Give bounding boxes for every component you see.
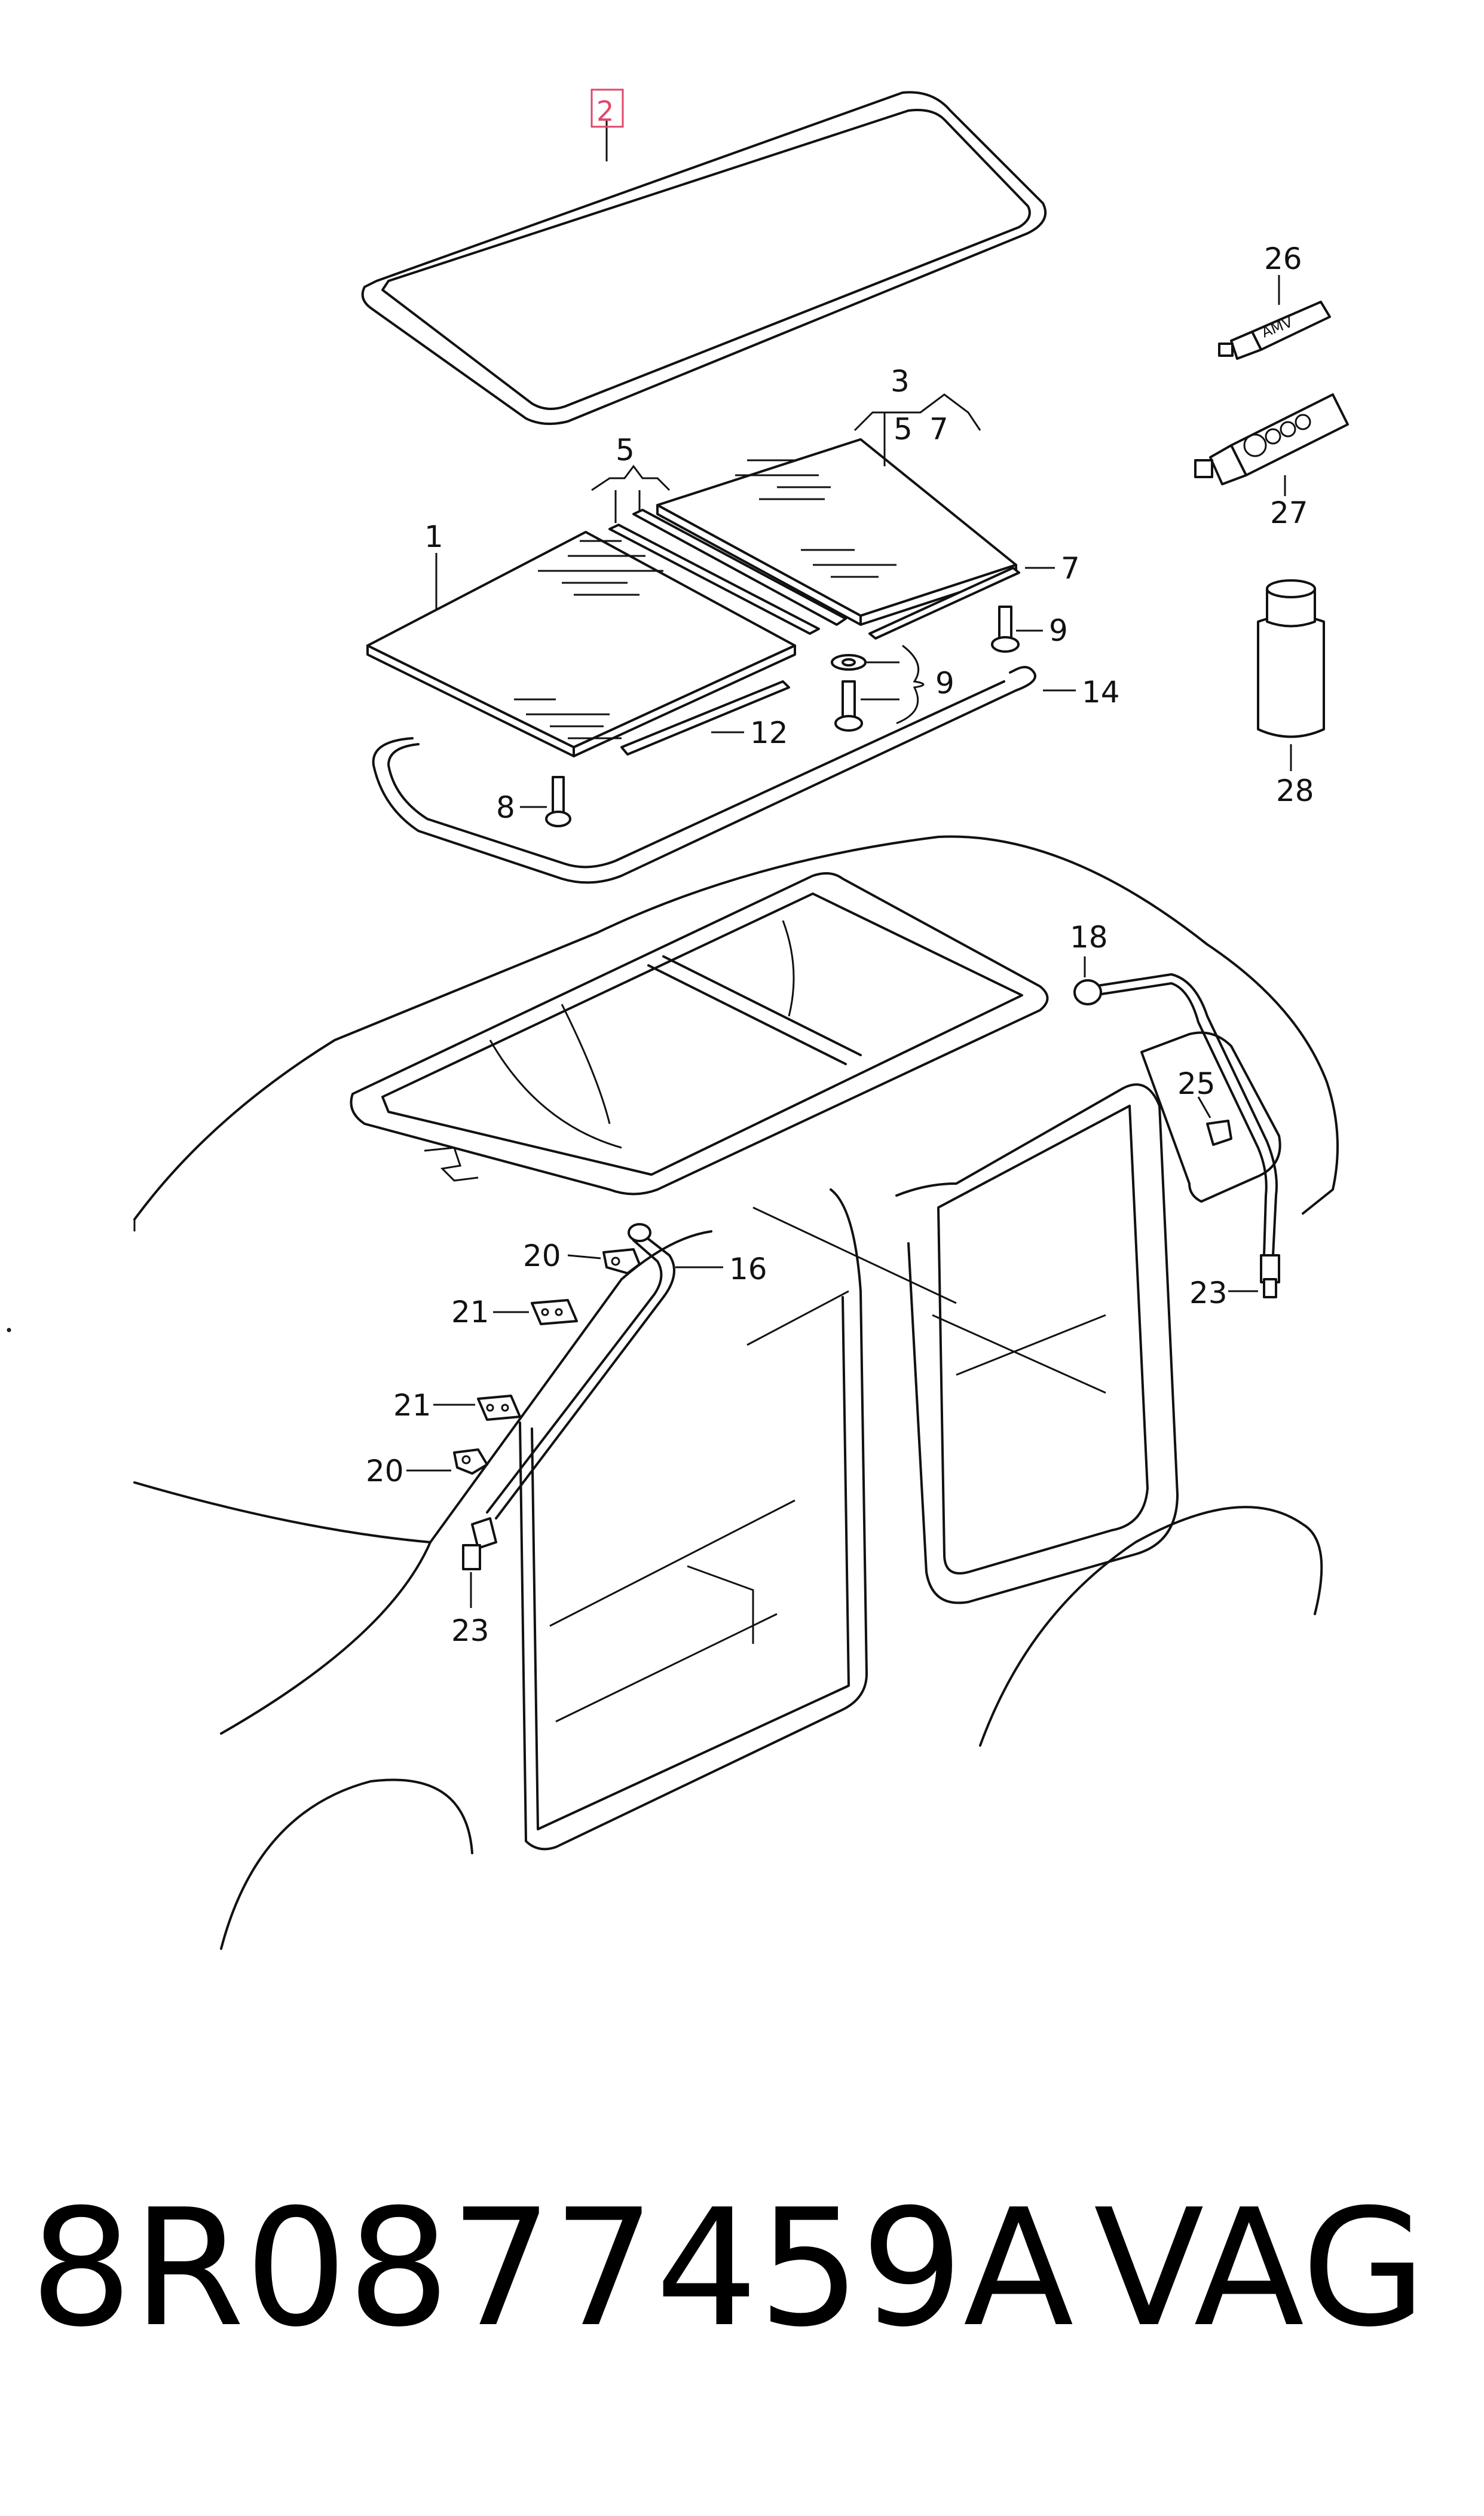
caption: 8R0877459A VAG — [30, 2170, 1464, 2367]
callout-7[interactable]: 7 — [1061, 551, 1080, 586]
part-8-bolt[interactable] — [545, 776, 571, 827]
callout-27[interactable]: 27 — [1270, 496, 1308, 530]
callout-26[interactable]: 26 — [1264, 241, 1302, 276]
car-body-outline — [133, 835, 1339, 1950]
callout-1[interactable]: 1 — [424, 519, 443, 554]
part-23-rear-valve[interactable] — [1260, 1254, 1280, 1298]
part-14-drain-frame[interactable] — [372, 666, 1036, 884]
part-20-upper-clip[interactable] — [602, 1248, 641, 1274]
callout-25[interactable]: 25 — [1177, 1066, 1216, 1101]
callout-20-upper[interactable]: 20 — [523, 1239, 561, 1273]
callout-3-sub-7[interactable]: 7 — [929, 412, 948, 447]
callout-5[interactable]: 5 — [616, 433, 635, 467]
callout-8[interactable]: 8 — [496, 790, 515, 825]
part-12-trim-strip[interactable] — [620, 680, 790, 756]
part-2-seal-frame[interactable] — [361, 91, 1047, 425]
callout-21-upper[interactable]: 21 — [451, 1295, 489, 1329]
part-20-lower-clip[interactable] — [453, 1448, 488, 1475]
callout-12[interactable]: 12 — [750, 716, 788, 750]
callout-3-sub-5[interactable]: 5 — [894, 412, 913, 447]
part-3-rear-glass[interactable] — [656, 438, 1017, 626]
sunroof-parts-diagram: 2 3 5 7 5 7 — [7, 88, 1349, 1950]
part-5-center-rails[interactable] — [608, 509, 847, 635]
callout-20-lower[interactable]: 20 — [366, 1454, 404, 1488]
part-18-rear-drain-hose[interactable] — [1073, 973, 1278, 1257]
callout-9-upper[interactable]: 9 — [1049, 613, 1068, 648]
part-7-trim-strip[interactable] — [868, 567, 1020, 640]
callout-2-highlight — [590, 88, 624, 128]
part-21-upper-clip[interactable] — [531, 1299, 578, 1325]
part-23-front-valve[interactable] — [462, 1517, 497, 1570]
callout-9-lower[interactable]: 9 — [935, 666, 954, 701]
callout-28[interactable]: 28 — [1276, 774, 1314, 808]
callout-23-front[interactable]: 23 — [451, 1613, 489, 1648]
part-28-bottle[interactable] — [1257, 579, 1325, 738]
callout-2[interactable]: 2 — [596, 95, 614, 127]
callout-21-lower[interactable]: 21 — [393, 1388, 432, 1423]
part-25-clip[interactable] — [1206, 1120, 1232, 1146]
stray-dot — [7, 1328, 11, 1332]
part-21-lower-clip[interactable] — [477, 1395, 521, 1421]
callout-23-rear[interactable]: 23 — [1189, 1276, 1228, 1310]
callout-16[interactable]: 16 — [729, 1252, 767, 1286]
brand-name: VAG — [1094, 2174, 1427, 2362]
part-number: 8R0877459A — [30, 2174, 1074, 2362]
part-9-washer[interactable] — [831, 654, 867, 671]
callout-14[interactable]: 14 — [1082, 675, 1120, 710]
part-9-bolt-upper[interactable] — [991, 606, 1020, 653]
part-26-sealant-tube[interactable]: AMV — [1218, 301, 1331, 360]
part-9-bolt-lower[interactable] — [834, 680, 863, 732]
part-27-sealant-tube[interactable] — [1194, 393, 1349, 485]
callout-18[interactable]: 18 — [1070, 920, 1108, 955]
callout-3[interactable]: 3 — [891, 364, 910, 399]
part-1-front-glass[interactable] — [366, 531, 796, 757]
part-16-front-drain-hose[interactable] — [486, 1223, 675, 1520]
